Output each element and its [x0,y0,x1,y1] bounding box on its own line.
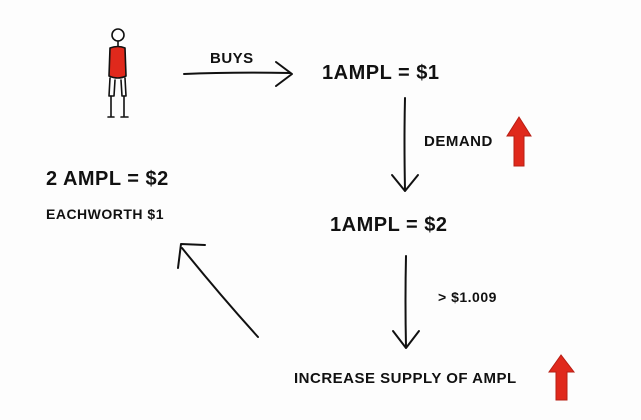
demand-label: DEMAND [424,133,493,150]
red-up-arrow-icon [506,116,532,167]
each-worth-label: EACHWORTH $1 [46,206,165,222]
buys-label: BUYS [210,50,254,67]
demand-down-arrow [391,97,419,192]
buys-arrow [183,61,293,87]
result-price: 2 AMPL = $2 [46,168,169,190]
threshold-label: > $1.009 [438,289,497,305]
return-arrow [177,243,259,338]
supply-down-arrow [392,255,420,349]
stick-figure-person-icon [107,28,129,118]
red-up-arrow-icon [548,354,576,401]
increase-supply-label: INCREASE SUPPLY OF AMPL [294,370,517,387]
price-two-dollars: 1AMPL = $2 [330,214,448,236]
price-one-dollar: 1AMPL = $1 [322,62,440,84]
